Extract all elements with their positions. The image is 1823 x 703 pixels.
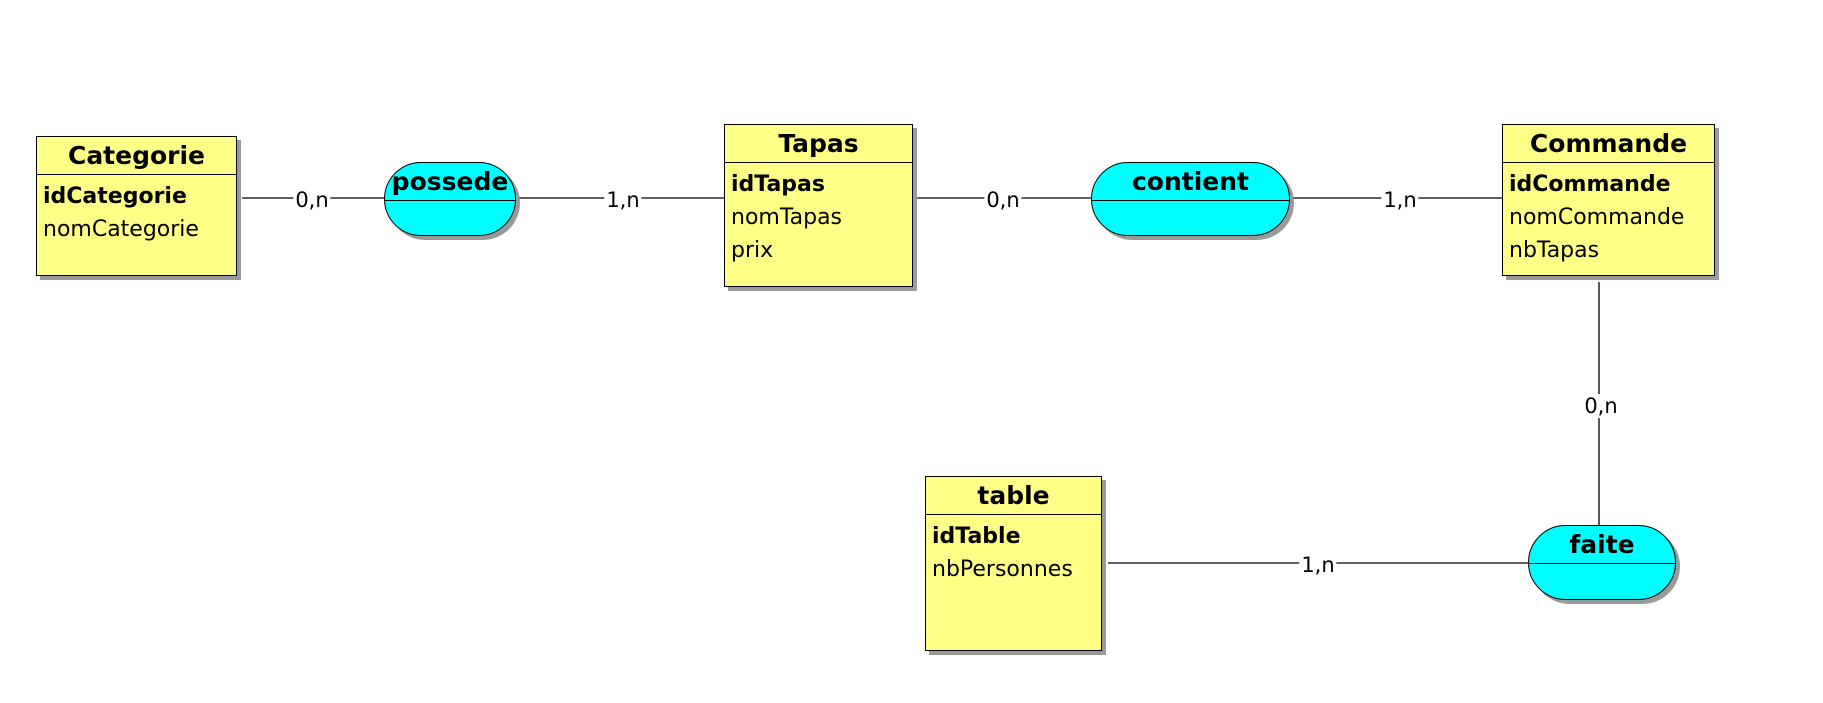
entity-attribute: nbTapas — [1509, 238, 1600, 263]
association-name: possede — [391, 167, 509, 196]
entity-categorie[interactable]: Categorie idCategorie nomCategorie — [36, 136, 237, 276]
cardinality-label: 0,n — [1582, 394, 1620, 418]
entity-key-attribute: idTapas — [731, 172, 825, 197]
cardinality-label: 0,n — [984, 188, 1022, 212]
entity-tapas[interactable]: Tapas idTapas nomTapas prix — [724, 124, 913, 287]
association-name: faite — [1569, 530, 1635, 559]
entity-attribute: nomTapas — [731, 205, 843, 230]
entity-key-attribute: idTable — [932, 524, 1021, 549]
entity-attribute: nomCommande — [1509, 205, 1685, 230]
entity-key-attribute: idCommande — [1509, 172, 1671, 197]
association-divider — [385, 200, 515, 201]
association-divider — [1092, 200, 1289, 201]
cardinality-label: 1,n — [604, 188, 642, 212]
entity-key-attribute: idCategorie — [43, 184, 187, 209]
association-contient[interactable]: contient — [1091, 162, 1290, 236]
entity-commande[interactable]: Commande idCommande nomCommande nbTapas — [1502, 124, 1715, 276]
cardinality-label: 0,n — [293, 188, 331, 212]
entity-table[interactable]: table idTable nbPersonnes — [925, 476, 1102, 651]
entity-attribute: nomCategorie — [43, 217, 199, 242]
entity-title: Tapas — [725, 125, 912, 163]
cardinality-label: 1,n — [1299, 553, 1337, 577]
association-divider — [1529, 563, 1675, 564]
association-possede[interactable]: possede — [384, 162, 516, 236]
entity-title: table — [926, 477, 1101, 515]
association-faite[interactable]: faite — [1528, 525, 1676, 600]
association-name: contient — [1131, 167, 1250, 196]
cardinality-label: 1,n — [1381, 188, 1419, 212]
entity-attribute: prix — [731, 238, 774, 263]
entity-title: Categorie — [37, 137, 236, 175]
entity-attribute: nbPersonnes — [932, 557, 1073, 582]
entity-title: Commande — [1503, 125, 1714, 163]
